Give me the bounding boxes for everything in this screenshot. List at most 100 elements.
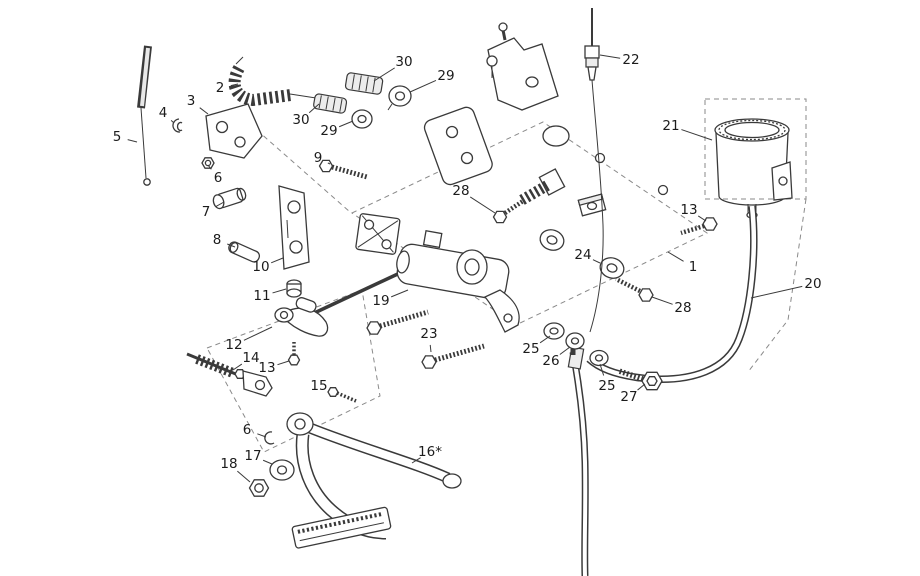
- callout-leader-line: [559, 346, 571, 355]
- callout-leader-line: [667, 251, 684, 262]
- callout-leader-line: [429, 344, 432, 353]
- callout-leader-line: [170, 120, 175, 124]
- callout-leader-line: [637, 383, 646, 391]
- part-28-bolt-upper: [492, 199, 525, 224]
- part-callout-9: 9: [314, 150, 323, 166]
- part-callout-6: 6: [214, 170, 223, 186]
- part-6-nut-upper: [201, 157, 215, 169]
- part-callout-2: 2: [216, 80, 225, 96]
- part-callout-18: 18: [220, 456, 237, 472]
- part-10-bracket: [278, 185, 310, 270]
- part-callout-21: 21: [662, 118, 679, 134]
- part-callout-29: 29: [437, 68, 454, 84]
- callout-leader-line: [327, 162, 331, 165]
- callout-leader-line: [272, 288, 287, 294]
- callout-leader-line: [277, 360, 290, 366]
- callout-leader-line: [232, 363, 243, 371]
- part-callout-11: 11: [253, 288, 270, 304]
- callout-leader-line: [373, 67, 395, 82]
- part-callout-27: 27: [620, 389, 637, 405]
- callout-leader-line: [270, 257, 284, 264]
- part-4-clip: [172, 118, 183, 133]
- part-11-spacer: [286, 279, 302, 298]
- bracket-phantom-outline: [351, 121, 709, 326]
- part-18-nut: [248, 479, 270, 497]
- callout-leader-line: [390, 289, 409, 298]
- part-19-master-cylinder: [309, 213, 520, 333]
- part-23-bolts: [366, 309, 485, 369]
- part-callout-10: 10: [252, 259, 269, 275]
- callout-leader-line: [262, 459, 273, 465]
- callout-leader-line: [230, 83, 239, 87]
- part-12-lever: [274, 297, 329, 337]
- part-21-reservoir: [714, 118, 793, 219]
- part-24-bushings: [539, 229, 625, 279]
- part-callout-19: 19: [372, 293, 389, 309]
- part-6-clip-lower: [264, 431, 275, 445]
- callout-leader-line: [599, 363, 605, 376]
- part-20-hose: [586, 205, 758, 383]
- part-8-pin: [228, 241, 261, 263]
- part-callout-14: 14: [242, 350, 259, 366]
- assembly-phantom-link: [249, 123, 351, 213]
- part-29-holder-lower: [351, 109, 373, 129]
- part-callout-5: 5: [113, 129, 122, 145]
- part-callout-30: 30: [292, 112, 309, 128]
- part-5-cable: [137, 45, 152, 186]
- part-16-brake-pedal: [286, 412, 462, 549]
- part-13-bolt-right: [680, 217, 718, 236]
- part-30-clamp-lower: [313, 93, 348, 114]
- callout-leader-line: [199, 107, 209, 115]
- part-callout-4: 4: [159, 105, 168, 121]
- callout-leader-line: [681, 129, 713, 141]
- part-callout-24: 24: [574, 247, 591, 263]
- callout-leader-line: [651, 296, 673, 305]
- part-3-bracket: [205, 103, 263, 159]
- part-17-washer: [269, 459, 295, 481]
- callout-leader-line: [539, 335, 551, 344]
- part-callout-8: 8: [213, 232, 222, 248]
- part-callout-29: 29: [320, 123, 337, 139]
- part-callout-6: 6: [243, 422, 252, 438]
- hose-phantom-line: [747, 198, 807, 373]
- part-14-spring-rod: [186, 352, 273, 397]
- part-2-spring: [228, 56, 317, 107]
- callout-leader-line: [411, 457, 421, 464]
- callout-leader-line: [227, 243, 236, 248]
- part-callout-1: 1: [689, 259, 698, 275]
- part-callout-28: 28: [452, 183, 469, 199]
- part-callout-7: 7: [202, 204, 211, 220]
- part-callout-25: 25: [598, 378, 615, 394]
- part-29-holder-upper: [387, 85, 412, 111]
- part-callout-13: 13: [258, 360, 275, 376]
- part-30-clamp-upper: [344, 72, 384, 95]
- part-callout-20: 20: [804, 276, 821, 292]
- part-25-washers: [543, 322, 609, 367]
- callout-leader-line: [243, 326, 273, 341]
- callout-leader-line: [207, 164, 212, 170]
- part-callout-12: 12: [225, 337, 242, 353]
- part-callout-26: 26: [542, 353, 559, 369]
- callout-leader-line: [409, 80, 437, 93]
- part-callout-28: 28: [674, 300, 691, 316]
- callout-leader-line: [469, 196, 496, 214]
- callout-leader-line: [592, 259, 601, 264]
- part-callout-25: 25: [522, 341, 539, 357]
- part-26-banjo: [565, 332, 585, 355]
- part-9-bolt: [318, 159, 368, 180]
- callout-leader-line: [237, 470, 251, 483]
- callout-leader-line: [697, 215, 707, 222]
- part-callout-3: 3: [187, 93, 196, 109]
- callout-leader-line: [599, 54, 621, 59]
- callout-leader-line: [308, 103, 320, 114]
- reservoir-phantom-box: [704, 98, 807, 200]
- lower-hose: [567, 346, 589, 576]
- callout-leader-line: [127, 139, 138, 143]
- spring-adjuster: [519, 168, 566, 205]
- part-callout-23: 23: [420, 326, 437, 342]
- part-callout-30: 30: [395, 54, 412, 70]
- part-15-pin: [327, 387, 357, 403]
